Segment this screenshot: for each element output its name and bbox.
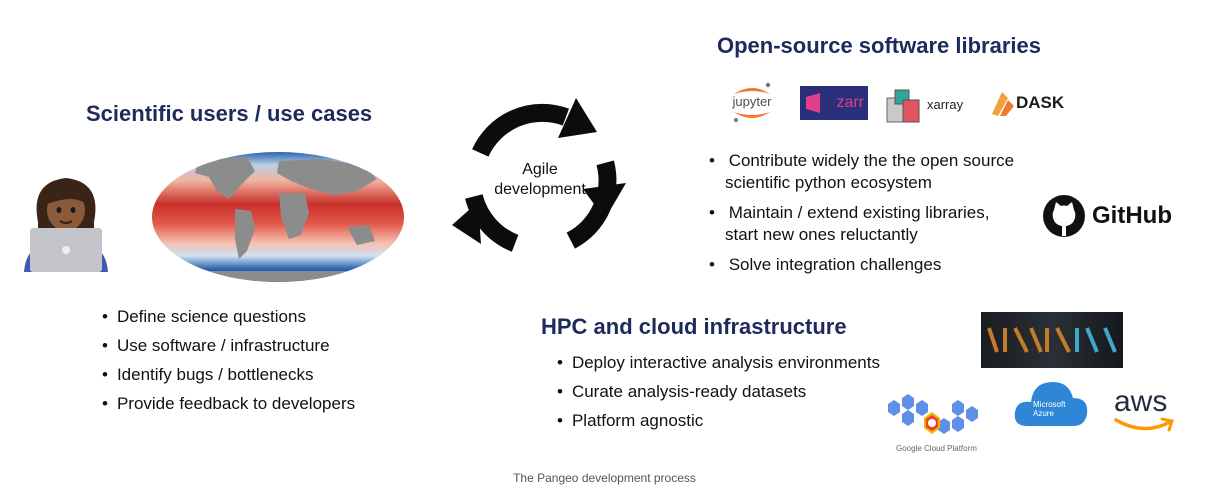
- libraries-bullet-text: Solve integration challenges: [729, 255, 942, 274]
- libraries-bullet-text: Maintain / extend existing libraries,: [729, 203, 990, 222]
- cycle-label: Agile development: [470, 160, 610, 200]
- libraries-bullet: Maintain / extend existing libraries, st…: [709, 202, 1014, 246]
- cycle-label-line: development: [470, 180, 610, 200]
- users-bullet: Define science questions: [102, 302, 355, 331]
- aws-wordmark: aws: [1114, 386, 1167, 418]
- figure-caption: The Pangeo development process: [0, 471, 1209, 485]
- users-bullet: Identify bugs / bottlenecks: [102, 360, 355, 389]
- infrastructure-bullet-list: Deploy interactive analysis environments…: [557, 348, 880, 435]
- libraries-bullet: Solve integration challenges: [709, 254, 1014, 276]
- azure-wordmark: Microsoft Azure: [1033, 400, 1065, 418]
- infrastructure-heading: HPC and cloud infrastructure: [541, 314, 847, 340]
- dask-wordmark: DASK: [1016, 93, 1064, 113]
- cycle-label-line: Agile: [470, 160, 610, 180]
- zarr-logo: zarr: [800, 86, 868, 120]
- jupyter-wordmark: jupyter: [724, 94, 780, 109]
- xarray-logo: xarray: [885, 86, 975, 124]
- users-bullet: Use software / infrastructure: [102, 331, 355, 360]
- infrastructure-bullet: Platform agnostic: [557, 406, 880, 435]
- libraries-heading: Open-source software libraries: [717, 33, 1041, 59]
- github-octocat-icon: [1042, 194, 1086, 238]
- google-cloud-wordmark: Google Cloud Platform: [896, 444, 977, 453]
- libraries-bullet-text: Contribute widely the the open source: [729, 151, 1014, 170]
- google-cloud-logo: Google Cloud Platform: [882, 392, 994, 460]
- xarray-cubes-icon: [885, 86, 921, 124]
- infrastructure-bullet: Deploy interactive analysis environments: [557, 348, 880, 377]
- zarr-wordmark: zarr: [836, 94, 864, 111]
- users-bullet: Provide feedback to developers: [102, 389, 355, 418]
- users-bullet-list: Define science questions Use software / …: [102, 302, 355, 418]
- libraries-bullet: Contribute widely the the open source sc…: [709, 150, 1014, 194]
- dask-icon: [988, 88, 1016, 118]
- ocean-temperature-map: [151, 151, 405, 283]
- zarr-icon: [806, 93, 826, 113]
- xarray-wordmark: xarray: [927, 97, 963, 112]
- dask-logo: DASK: [988, 88, 1070, 118]
- libraries-bullet-list: Contribute widely the the open source sc…: [709, 150, 1014, 276]
- libraries-bullet-text: start new ones reluctantly: [725, 225, 918, 244]
- azure-wordmark-line: Azure: [1033, 409, 1065, 418]
- google-cloud-hexagons-icon: [882, 392, 994, 444]
- scientist-laptop-icon: [22, 172, 110, 272]
- supercomputer-photo: [981, 312, 1123, 368]
- aws-smile-arrow-icon: [1114, 416, 1176, 434]
- github-wordmark: GitHub: [1092, 202, 1172, 230]
- infrastructure-bullet: Curate analysis-ready datasets: [557, 377, 880, 406]
- azure-wordmark-line: Microsoft: [1033, 400, 1065, 409]
- azure-logo: Microsoft Azure: [1013, 376, 1089, 428]
- jupyter-logo: jupyter: [724, 80, 780, 126]
- users-heading: Scientific users / use cases: [86, 101, 372, 127]
- libraries-bullet-text: scientific python ecosystem: [725, 173, 932, 192]
- github-logo: GitHub: [1042, 194, 1182, 238]
- aws-logo: aws: [1110, 386, 1182, 436]
